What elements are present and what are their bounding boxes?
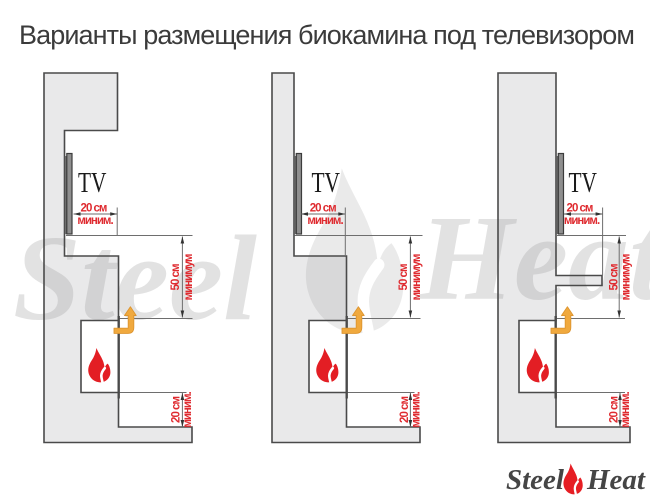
svg-text:минимум: минимум [183, 254, 195, 300]
svg-text:миним.: миним. [307, 215, 343, 227]
svg-text:миним.: миним. [182, 392, 194, 428]
svg-text:миним.: миним. [620, 392, 632, 428]
svg-text:миним.: миним. [411, 392, 423, 428]
svg-text:20 см: 20 см [81, 203, 107, 215]
svg-text:миним.: миним. [77, 215, 113, 227]
svg-text:TV: TV [569, 167, 598, 199]
svg-text:Steel: Steel [506, 464, 565, 496]
svg-text:20 см: 20 см [609, 397, 621, 423]
svg-text:Варианты размещения биокамина: Варианты размещения биокамина под телеви… [19, 20, 634, 50]
svg-text:Heat: Heat [418, 191, 650, 326]
svg-text:50 см: 50 см [609, 264, 621, 290]
svg-text:20 см: 20 см [171, 397, 183, 423]
svg-text:20 см: 20 см [399, 397, 411, 423]
svg-text:TV: TV [78, 167, 107, 199]
svg-text:20 см: 20 см [310, 203, 336, 215]
svg-text:50 см: 50 см [170, 264, 182, 290]
svg-text:TV: TV [312, 167, 341, 199]
svg-text:20 см: 20 см [567, 203, 593, 215]
svg-text:миним.: миним. [564, 215, 600, 227]
svg-text:50 см: 50 см [398, 264, 410, 290]
svg-text:Heat: Heat [586, 464, 646, 496]
svg-text:минимум: минимум [621, 254, 633, 300]
svg-text:минимум: минимум [411, 254, 423, 300]
svg-text:Steel: Steel [13, 211, 257, 346]
